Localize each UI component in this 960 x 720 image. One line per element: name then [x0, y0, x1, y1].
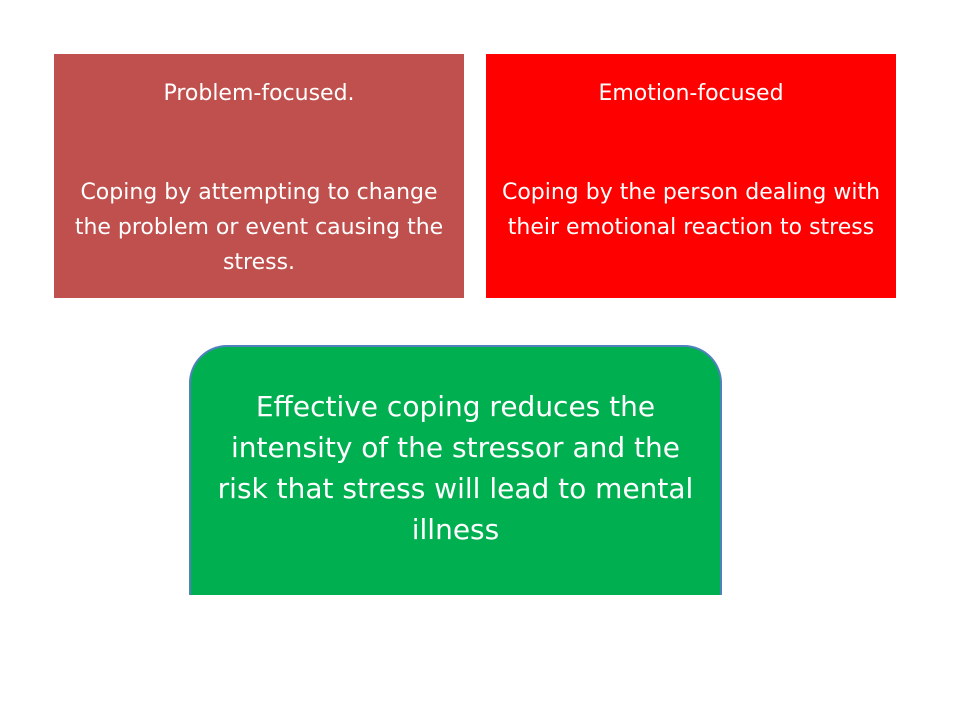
problem-focused-title: Problem-focused. — [163, 81, 355, 106]
emotion-focused-title: Emotion-focused — [598, 81, 784, 106]
problem-focused-box: Problem-focused. Coping by attempting to… — [54, 54, 464, 298]
emotion-focused-box: Emotion-focused Coping by the person dea… — [486, 54, 896, 298]
emotion-focused-description: Coping by the person dealing with their … — [501, 180, 881, 240]
effective-coping-text: Effective coping reduces the intensity o… — [217, 390, 694, 546]
effective-coping-box: Effective coping reduces the intensity o… — [189, 345, 722, 595]
problem-focused-description: Coping by attempting to change the probl… — [74, 180, 444, 275]
